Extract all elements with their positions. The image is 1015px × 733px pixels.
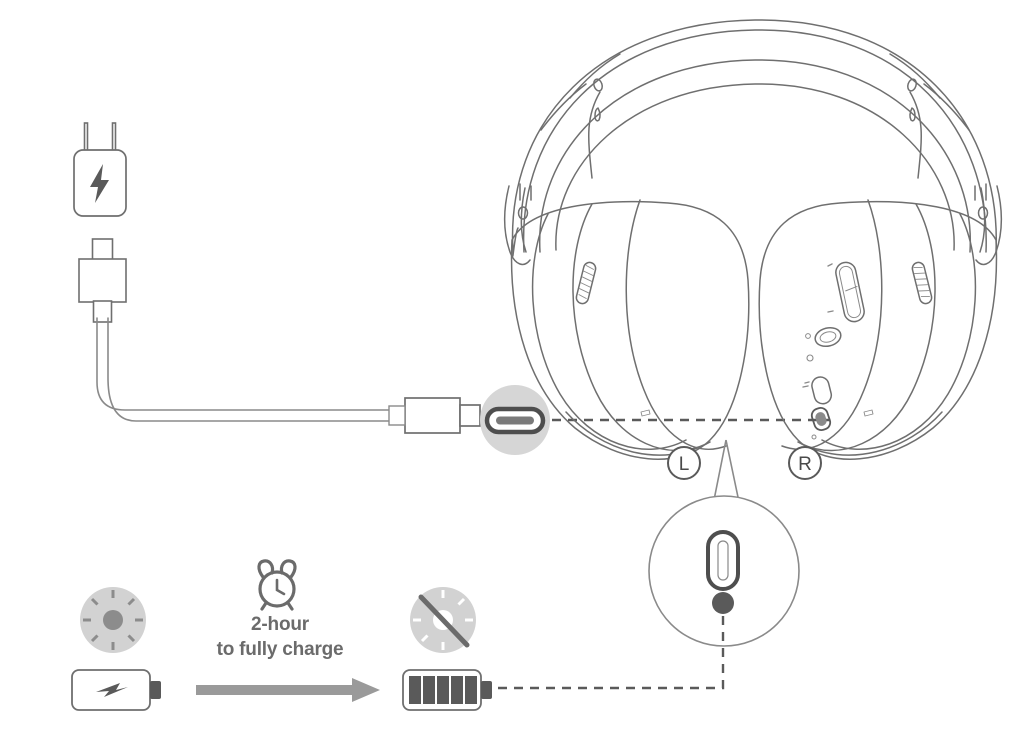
led-to-battery-dashed-line xyxy=(480,616,725,690)
usb-c-connector-collar xyxy=(388,405,406,426)
hinge-screw-right xyxy=(977,206,989,220)
usb-a-connector xyxy=(78,258,127,303)
lightning-bolt-icon xyxy=(90,164,109,203)
cable-edge-outer xyxy=(107,317,401,422)
action-button[interactable] xyxy=(810,375,833,405)
over-ear-headphones xyxy=(503,19,1003,460)
callout-status-led-icon xyxy=(712,592,734,614)
hinge-screw-left xyxy=(517,206,529,220)
usb-c-port-icon xyxy=(480,385,550,455)
right-cup-controls xyxy=(802,261,866,440)
usb-c-connector-body xyxy=(404,397,461,434)
right-cup-label: R xyxy=(788,446,822,480)
usb-c-charging-port xyxy=(810,406,832,432)
status-led-indicator xyxy=(806,354,814,362)
battery-full-bars xyxy=(409,676,477,704)
battery-full-icon xyxy=(402,669,492,711)
usb-c-connector-tip xyxy=(459,404,481,427)
progress-arrow-icon xyxy=(196,678,380,702)
cable-edge-inner xyxy=(96,317,401,411)
led-on-icon xyxy=(80,587,146,653)
alarm-clock-icon xyxy=(257,559,297,611)
adapter-prong-right-body xyxy=(111,122,117,154)
usb-a-neck xyxy=(92,300,113,323)
right-cup-label-text: R xyxy=(798,454,812,475)
power-adapter xyxy=(73,122,127,217)
left-cup-label-text: L xyxy=(679,454,690,475)
microphone-grille-right xyxy=(911,261,933,305)
volume-rocker-button[interactable] xyxy=(834,261,866,324)
battery-charging-icon xyxy=(71,669,161,711)
magnified-port-detail xyxy=(648,495,800,647)
charge-duration-line-1: 2-hour xyxy=(251,614,309,635)
charge-duration-line-2: to fully charge xyxy=(216,639,344,660)
power-bluetooth-button[interactable] xyxy=(813,325,843,349)
led-off-icon xyxy=(410,587,476,653)
usb-a-tip xyxy=(91,238,114,262)
left-cup-label: L xyxy=(667,446,701,480)
microphone-grille-left xyxy=(575,261,597,305)
usb-c-charging-cable xyxy=(78,238,481,434)
adapter-prong-left-body xyxy=(83,122,89,154)
usb-c-port-icon-slot xyxy=(496,416,534,425)
battery-bolt-icon xyxy=(96,683,128,697)
charge-duration-label: 2-hour to fully charge xyxy=(190,612,370,662)
led-off-slash xyxy=(418,594,470,648)
